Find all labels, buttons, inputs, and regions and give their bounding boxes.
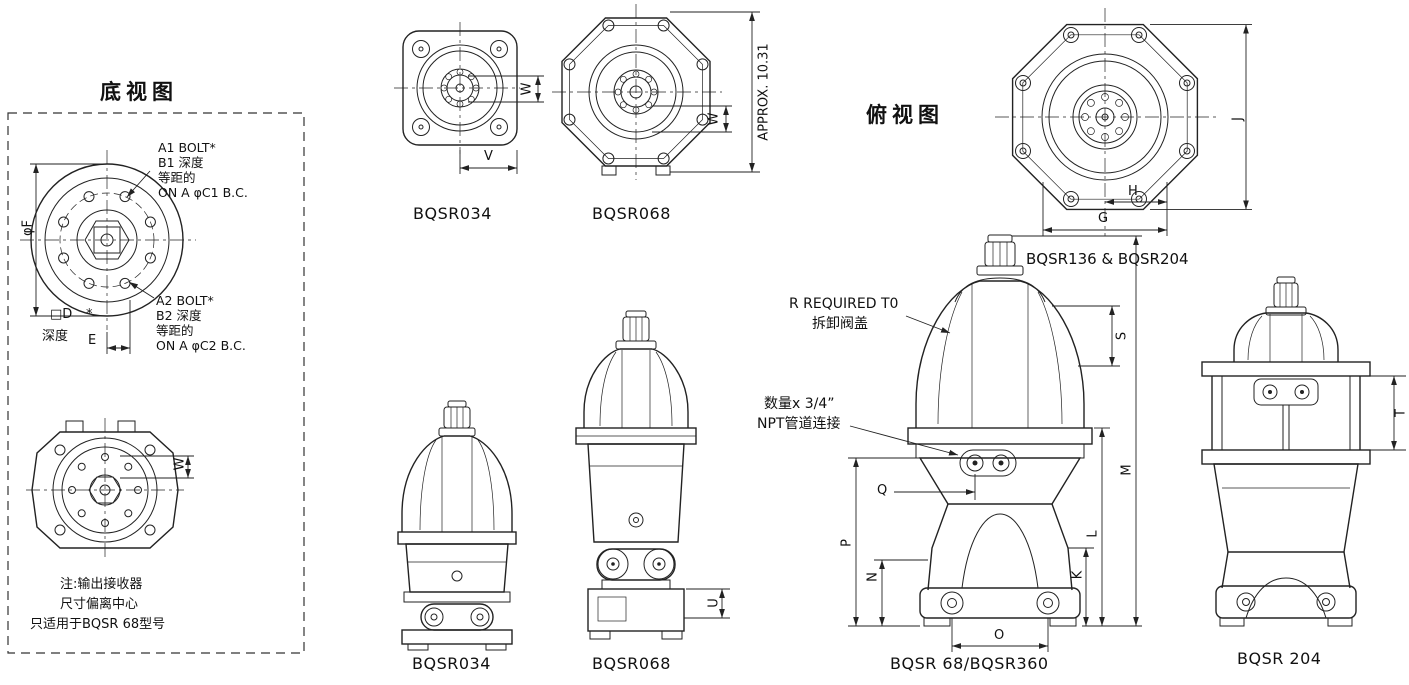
bottom-view-panel-border (7, 112, 305, 654)
r-required-note-line2: 拆卸阀盖 (812, 316, 868, 332)
dim-label-o: O (994, 628, 1005, 643)
bqsr204-side-view-drawing (1201, 276, 1406, 627)
bottom-note-line3: 只适用于BQSR 68型号 (30, 617, 166, 632)
model-label-bqsr034-top: BQSR034 (413, 204, 492, 223)
dim-label-q: Q (877, 483, 888, 498)
top-view-title: 俯视图 (866, 103, 944, 127)
bottom-view-title: 底视图 (100, 80, 178, 104)
npt-note-line1: 数量x 3/4” (764, 396, 835, 412)
dim-label-m: M (1119, 464, 1135, 476)
model-label-bqsr204-side: BQSR 204 (1237, 649, 1322, 668)
dim-label-e: E (88, 333, 97, 348)
npt-note-line2: NPT管道连接 (757, 416, 841, 432)
dim-label-s: S (1114, 331, 1130, 341)
dim-label-l: L (1085, 530, 1101, 538)
dim-label-w-base: W (172, 457, 188, 471)
dim-label-depth: 深度 (42, 329, 69, 344)
bolt1-note-line1: A1 BOLT* (158, 140, 216, 155)
model-label-bqsr068-side: BQSR068 (592, 654, 671, 673)
model-label-bqsr360-side: BQSR 68/BQSR360 (890, 654, 1049, 673)
dim-label-phi-f: φF (20, 219, 36, 237)
bolt1-note-line4: ON A φC1 B.C. (158, 185, 248, 200)
dim-label-square-d: □D (50, 307, 73, 322)
bqsr136-204-top-view-drawing (995, 8, 1252, 236)
dim-label-k: K (1070, 570, 1086, 580)
bolt1-note-line3: 等距的 (158, 170, 196, 185)
bqsr068-side-view-drawing (575, 310, 730, 640)
bottom-view-base-drawing (26, 418, 194, 560)
bqsr034-side-view-drawing (397, 400, 517, 651)
model-label-bqsr034-side: BQSR034 (412, 654, 491, 673)
bottom-view-flange-drawing (20, 150, 196, 354)
bolt2-note-line3: 等距的 (156, 323, 194, 338)
bolt2-note-line2: B2 深度 (156, 308, 202, 323)
dim-label-w-068: W (706, 112, 722, 126)
dim-label-t: T (1393, 409, 1409, 417)
dim-label-h: H (1128, 184, 1138, 199)
bolt1-note-line2: B1 深度 (158, 155, 204, 170)
bqsr360-side-view-drawing (848, 234, 1142, 652)
bqsr034-top-view-drawing (394, 22, 544, 174)
dim-label-g: G (1098, 211, 1109, 226)
model-label-bqsr136-204: BQSR136 & BQSR204 (1026, 250, 1189, 268)
bqsr068-top-view-drawing (552, 4, 760, 180)
dim-label-w-034: W (519, 82, 535, 96)
bottom-note-line2: 尺寸偏离中心 (60, 597, 139, 612)
r-required-note-line1: R REQUIRED T0 (789, 296, 899, 312)
dim-label-j: J (1230, 117, 1246, 121)
bolt2-note-line4: ON A φC2 B.C. (156, 338, 246, 353)
dim-label-u: U (706, 598, 722, 608)
dim-label-n: N (865, 572, 881, 582)
dim-label-p: P (839, 539, 855, 547)
bolt2-note-line1: A2 BOLT* (156, 293, 214, 308)
dim-label-star: * (86, 307, 93, 322)
bottom-note-line1: 注:输出接收器 (60, 577, 143, 592)
dim-label-approx: APPROX. 10.31 (756, 43, 772, 141)
model-label-bqsr068-top: BQSR068 (592, 204, 671, 223)
dim-label-v-034: V (484, 149, 493, 164)
